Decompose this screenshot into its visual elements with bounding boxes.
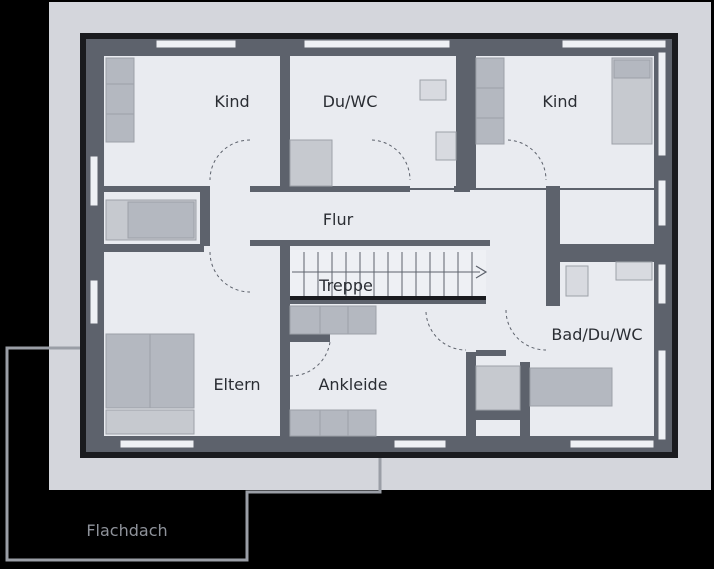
interior-walls <box>104 56 654 436</box>
label-kind-right: Kind <box>542 92 577 111</box>
label-du-wc: Du/WC <box>323 92 378 111</box>
flachdach-outline <box>5 346 382 562</box>
label-flur: Flur <box>323 210 354 229</box>
door-swings <box>209 139 547 377</box>
label-treppe: Treppe <box>318 276 373 295</box>
label-kind-left: Kind <box>214 92 249 111</box>
label-ankleide: Ankleide <box>318 375 387 394</box>
stair <box>290 250 488 300</box>
windows <box>89 39 667 449</box>
label-bad: Bad/Du/WC <box>551 325 642 344</box>
furniture <box>105 57 653 437</box>
label-eltern: Eltern <box>213 375 260 394</box>
label-flachdach: Flachdach <box>86 521 167 540</box>
